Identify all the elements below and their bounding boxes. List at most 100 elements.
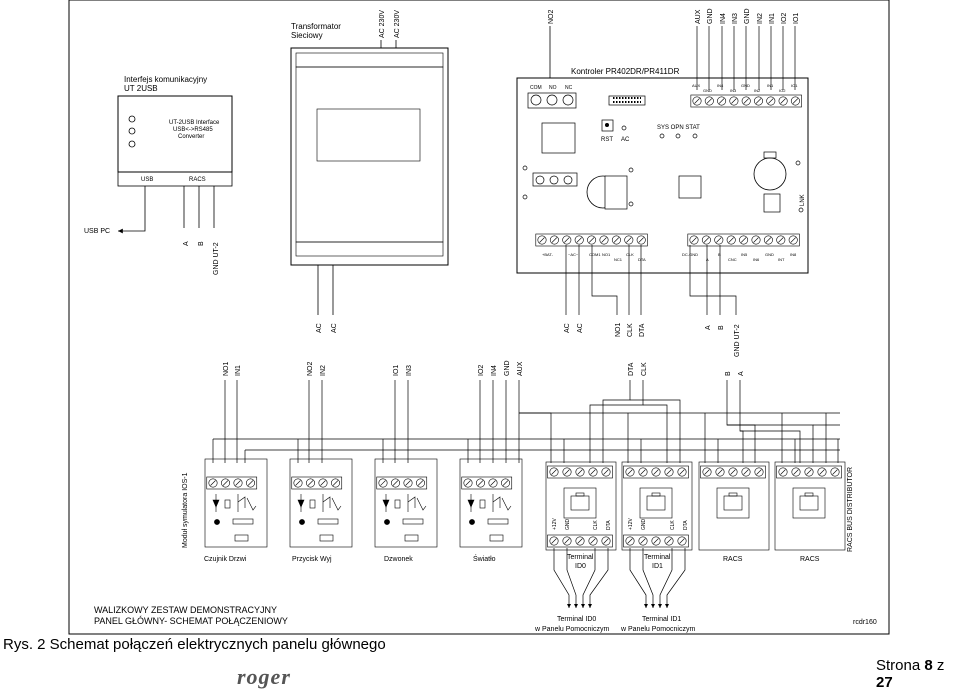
ctrl-bot-left-term-slot <box>551 237 558 243</box>
sim-jumper <box>402 518 424 525</box>
ctrl-bot-right-term-screw <box>776 235 786 245</box>
ctrl-bot-right-term-slot <box>753 237 759 243</box>
ctrl-bot-left-term-block <box>535 233 648 247</box>
ctrl-top-term-screw <box>778 96 788 106</box>
sim-transistor <box>322 496 331 508</box>
ctrl-top-term-slot <box>792 98 799 104</box>
sim-term-slot <box>417 480 424 486</box>
ctrl-rst: RST <box>601 137 613 143</box>
transformer: Transformator Sieciowy AC 230V AC 230V A… <box>290 10 449 333</box>
ext-top-gnd2: GND <box>744 8 751 24</box>
sim-resistor <box>309 499 316 509</box>
unit-top-term-slot <box>730 469 736 475</box>
unit-top-term-screw <box>601 467 611 477</box>
unit-bot-term-slot <box>590 538 596 544</box>
sim-term-slot <box>392 480 399 486</box>
unit-top-term-slot <box>627 469 633 475</box>
terminal-units <box>545 461 846 551</box>
unit-top-term-slot <box>806 469 812 475</box>
sim-term-slot <box>210 480 216 486</box>
ctrl-top-term-screw <box>692 96 702 106</box>
unit-top-term-screw <box>741 467 751 477</box>
sim-term-slot <box>477 480 484 486</box>
t2-pin-dta: DTA <box>683 520 689 530</box>
ctrl-bl-com1: COM1 <box>589 252 601 257</box>
controller: NO2 Kontroler PR402DR/PR411DR COM NO NC … <box>516 10 809 274</box>
interface-port-usb: USB <box>141 177 153 183</box>
unit-bot-term-slot <box>603 538 609 544</box>
sim-term-slot <box>247 480 254 486</box>
unit-top-term-slot <box>653 469 659 475</box>
frame-ref: rcdr160 <box>853 619 877 626</box>
unit-rj-tab <box>728 492 738 497</box>
ctrl-bot-right-term-slot <box>703 237 710 243</box>
sim-term-screw <box>475 478 485 488</box>
ext-bot-b: B <box>718 325 725 330</box>
unit-top-term-screw <box>664 467 674 477</box>
ctrl-bl-nc1: NC1 <box>614 257 623 262</box>
controller-no2-wire: NO2 <box>548 10 555 25</box>
sim1-wire-no1: NO1 <box>223 362 230 377</box>
ctrl-br-a: A <box>706 257 709 262</box>
ctrl-bot-left-term-screw <box>611 235 621 245</box>
ctrl-bot-left-term-screw <box>574 235 584 245</box>
unit-top-term-slot <box>603 469 609 475</box>
ext-bot-clk: CLK <box>627 323 634 337</box>
unit-top-term-slot <box>564 469 570 475</box>
interface-inner-line3: Converter <box>178 134 204 140</box>
ctrl-top-term-slot <box>731 98 737 104</box>
ctrl-bot-left-term-slot <box>576 237 582 243</box>
t2-pin-12v: +12V <box>628 518 634 530</box>
ext-top-in3: IN3 <box>732 13 739 24</box>
sim-term-slot <box>320 480 326 486</box>
sim1-wire-in1: IN1 <box>235 365 242 376</box>
terminals-section: Terminal ID0 Terminal ID1 RACS RACS RACS… <box>534 461 854 633</box>
sim-term-screw <box>233 478 243 488</box>
unit-rj-inner <box>646 495 666 511</box>
ctrl-bot-right-term-slot <box>691 237 697 243</box>
transformer-title-line2: Sieciowy <box>291 31 323 40</box>
sim-term-screw <box>500 478 510 488</box>
unit-bot-term-slot <box>577 538 583 544</box>
ext-bot-dta: DTA <box>639 323 646 337</box>
sim-jumper <box>317 518 339 525</box>
ext-bot-ac1: AC <box>564 323 571 333</box>
unit-top-term-screw <box>625 467 635 477</box>
sim-term-slot <box>405 480 411 486</box>
sim3-wire-in3: IN3 <box>406 365 413 376</box>
unit-rj-inner <box>799 495 819 511</box>
ctrl-bot-right-term-slot <box>716 237 722 243</box>
ctrl-br-cnc: CNC <box>728 257 737 262</box>
ctrl-bot-left-term-slot <box>588 237 595 243</box>
unit-top-term-screw <box>562 467 572 477</box>
ctrl-bl-no1: NO1 <box>602 252 611 257</box>
ext-bot-no1: NO1 <box>615 323 622 338</box>
sim-trig-button <box>319 534 334 542</box>
ctrl-ac: AC <box>621 137 630 143</box>
sim-trig-button <box>234 534 249 542</box>
bus-wire-b: B <box>725 371 732 376</box>
unit-bot-term-slot <box>679 538 685 544</box>
unit-bot-term-block <box>623 534 689 548</box>
sim-switch <box>416 497 427 511</box>
page-number: Strona 8 z 27 <box>876 657 960 691</box>
unit-bot-term-screw <box>549 536 559 546</box>
ctrl-bot-right-term-screw <box>689 235 699 245</box>
aux2-line1: Terminal ID1 <box>642 616 681 623</box>
ctrl-top-term-slot <box>718 98 725 104</box>
aux1-line1: Terminal ID0 <box>557 616 596 623</box>
unit-top-term-screw <box>804 467 814 477</box>
t1-pin-dta: DTA <box>606 520 612 530</box>
unit-top-term-screw <box>728 467 738 477</box>
sim-transistor <box>237 496 246 508</box>
sim-term-slot <box>307 480 314 486</box>
bus-wiring: DTA CLK B A <box>212 362 840 463</box>
frame-title-line2: PANEL GŁÓWNY- SCHEMAT POŁĄCZENIOWY <box>94 616 288 626</box>
interface-title-line1: Interfejs komunikacyjny <box>124 75 207 84</box>
unit-rj-tab <box>651 492 661 497</box>
interface-ut2usb: Interfejs komunikacyjny UT 2USB UT-2USB … <box>84 75 233 275</box>
term1-line1: Terminal <box>567 554 594 561</box>
sim4-wire-io2: IO2 <box>478 365 485 376</box>
sim-led <box>299 519 305 525</box>
ctrl-bl-clk: CLK <box>626 252 634 257</box>
